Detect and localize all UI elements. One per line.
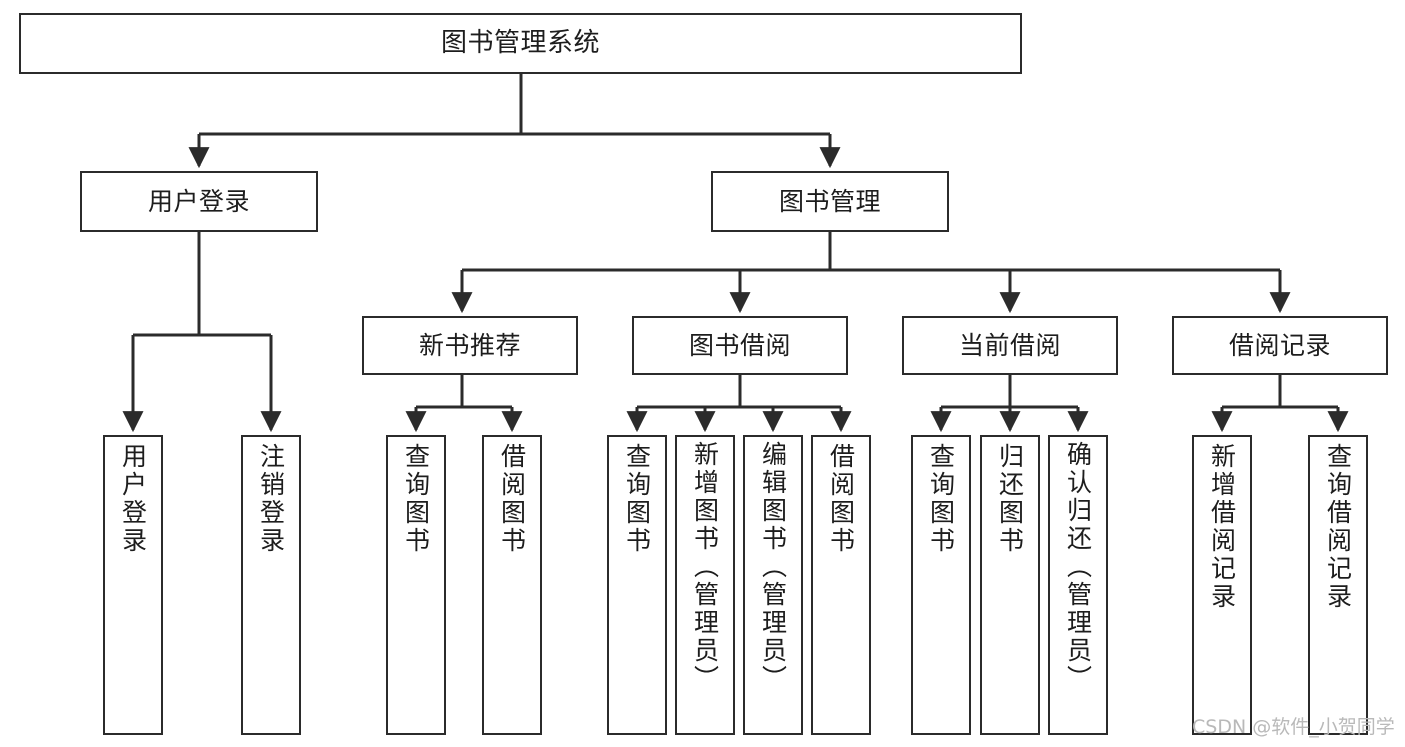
leaf-add-book-admin[interactable]: 新增图书（管理员）	[675, 435, 735, 735]
node-label: 借阅图书	[826, 443, 856, 555]
node-root-book-management-system[interactable]: 图书管理系统	[19, 13, 1022, 74]
node-label: 归还图书	[995, 443, 1025, 555]
node-label: 新增图书（管理员）	[690, 441, 720, 693]
node-label: 编辑图书（管理员）	[758, 441, 788, 693]
node-label: 确认归还（管理员）	[1063, 441, 1093, 693]
leaf-query-book-borrow[interactable]: 查询图书	[607, 435, 667, 735]
leaf-query-book-current[interactable]: 查询图书	[911, 435, 971, 735]
leaf-add-borrow-record[interactable]: 新增借阅记录	[1192, 435, 1252, 735]
leaf-confirm-return-admin[interactable]: 确认归还（管理员）	[1048, 435, 1108, 735]
node-label: 图书管理系统	[440, 28, 600, 59]
leaf-query-borrow-record[interactable]: 查询借阅记录	[1308, 435, 1368, 735]
leaf-query-book-recommend[interactable]: 查询图书	[386, 435, 446, 735]
leaf-user-login[interactable]: 用户登录	[103, 435, 163, 735]
node-label: 查询图书	[926, 443, 956, 555]
node-label: 注销登录	[256, 443, 286, 555]
leaf-return-book[interactable]: 归还图书	[980, 435, 1040, 735]
leaf-logout[interactable]: 注销登录	[241, 435, 301, 735]
node-label: 用户登录	[118, 443, 148, 555]
node-current-borrow[interactable]: 当前借阅	[902, 316, 1118, 375]
node-label: 借阅图书	[497, 443, 527, 555]
node-user-login[interactable]: 用户登录	[80, 171, 318, 232]
node-label: 新增借阅记录	[1207, 443, 1237, 611]
node-label: 当前借阅	[958, 330, 1061, 360]
node-label: 查询图书	[401, 443, 431, 555]
node-label: 用户登录	[147, 186, 250, 216]
leaf-borrow-book-recommend[interactable]: 借阅图书	[482, 435, 542, 735]
node-label: 查询图书	[622, 443, 652, 555]
node-borrow-record[interactable]: 借阅记录	[1172, 316, 1388, 375]
leaf-borrow-book[interactable]: 借阅图书	[811, 435, 871, 735]
node-label: 图书借阅	[688, 330, 791, 360]
node-label: 新书推荐	[418, 330, 521, 360]
node-book-management[interactable]: 图书管理	[711, 171, 949, 232]
node-book-borrow[interactable]: 图书借阅	[632, 316, 848, 375]
node-label: 查询借阅记录	[1323, 443, 1353, 611]
csdn-watermark: CSDN @软件_小贺同学	[1192, 716, 1395, 738]
node-label: 借阅记录	[1228, 330, 1331, 360]
node-new-book-recommend[interactable]: 新书推荐	[362, 316, 578, 375]
node-label: 图书管理	[778, 186, 881, 216]
leaf-edit-book-admin[interactable]: 编辑图书（管理员）	[743, 435, 803, 735]
